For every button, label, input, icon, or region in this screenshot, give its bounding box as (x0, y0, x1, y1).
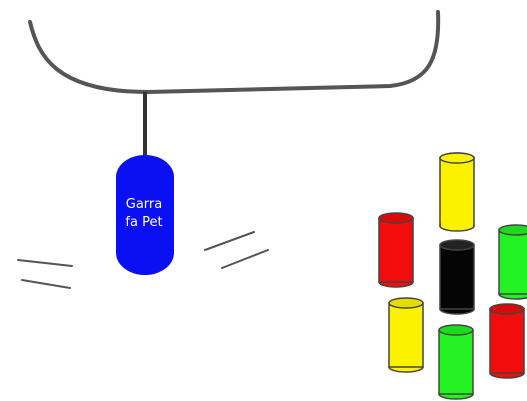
red-cylinder (490, 304, 524, 378)
green-cylinder (499, 225, 527, 299)
bottle-label: Garra fa Pet (114, 196, 174, 232)
red-cylinder (379, 213, 413, 287)
motion-lines-right (205, 232, 268, 268)
yellow-cylinder (389, 298, 423, 372)
bottle-label-line2: fa Pet (114, 214, 174, 232)
green-cylinder (439, 325, 473, 399)
yellow-cylinder (440, 153, 474, 231)
motion-lines-left (18, 260, 72, 288)
black-cylinder (440, 240, 474, 314)
hanger-arc (30, 12, 438, 92)
bottle-label-line1: Garra (114, 196, 174, 214)
